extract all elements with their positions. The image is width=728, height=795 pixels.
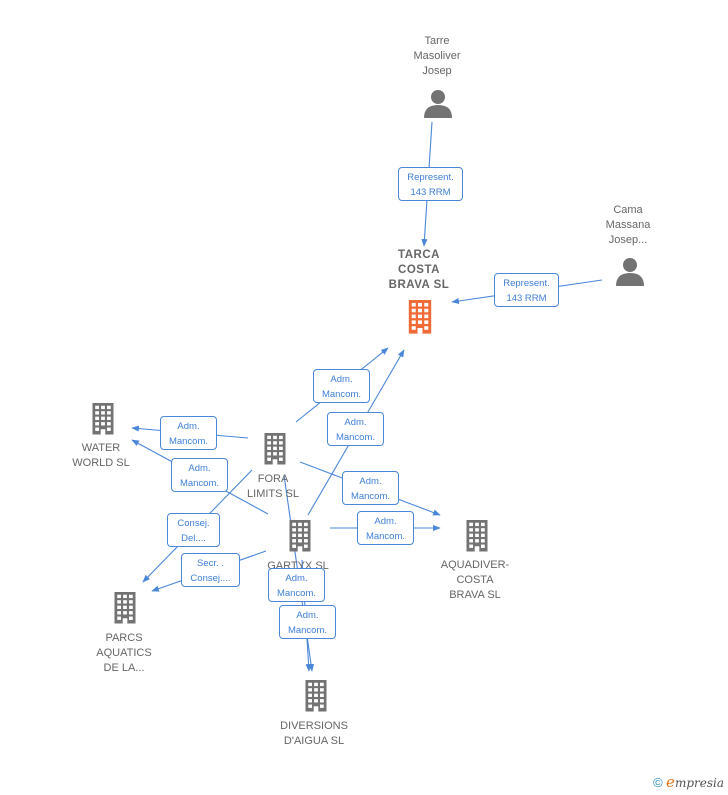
edge-label-fora-diversions[interactable]: Adm. Mancom. (268, 568, 325, 602)
empresia-logo: empresia (666, 773, 724, 791)
label-line: Cama (613, 204, 643, 216)
label-line: Del.... (181, 533, 206, 544)
label-line: 143 RRM (506, 293, 547, 304)
label-line: Consej. (177, 518, 210, 529)
label-line: LIMITS SL (247, 488, 299, 500)
building-icon-aquadiver[interactable] (466, 520, 488, 552)
label-line: BRAVA SL (449, 589, 501, 601)
label-line: Adm. (374, 516, 397, 527)
label-line: FORA (257, 473, 289, 485)
label-line: Josep... (608, 234, 648, 246)
edge-label-tarre-tarca[interactable]: Represent. 143 RRM (398, 167, 463, 201)
label-line: COSTA (398, 264, 440, 276)
label-line: Adm. (296, 610, 319, 621)
label-line: Mancom. (276, 588, 317, 599)
node-label-tarca[interactable]: TARCA COSTA BRAVA SL (389, 248, 450, 293)
label-line: AQUADIVER- (440, 559, 510, 571)
person-icon-cama[interactable] (616, 258, 644, 286)
node-label-diversions[interactable]: DIVERSIONS D'AIGUA SL (280, 719, 348, 749)
building-icon-tarca[interactable] (408, 300, 432, 334)
empresia-watermark[interactable]: © empresia (653, 773, 724, 791)
label-line: Mancom. (168, 436, 209, 447)
label-line: WATER (81, 442, 121, 454)
building-icon-gartyx[interactable] (289, 520, 311, 552)
label-line: Josep (422, 65, 452, 77)
node-label-parcs[interactable]: PARCS AQUATICS DE LA... (96, 631, 151, 676)
building-icon-water[interactable] (92, 403, 114, 435)
label-line: COSTA (456, 574, 494, 586)
edge-label-fora-aquadiver[interactable]: Adm. Mancom. (342, 471, 399, 505)
label-line: DIVERSIONS (280, 720, 348, 732)
building-icon-diversions[interactable] (305, 680, 327, 712)
label-line: Adm. (359, 476, 382, 487)
building-icon-fora[interactable] (264, 433, 286, 465)
person-icon-tarre[interactable] (424, 90, 452, 118)
label-line: AQUATICS (96, 647, 152, 659)
label-line: Massana (605, 219, 651, 231)
label-line: DE LA... (103, 662, 145, 674)
label-line: Mancom. (287, 625, 328, 636)
edge-label-gartyx-parcs[interactable]: Secr. . Consej.... (181, 553, 240, 587)
label-line: 143 RRM (410, 187, 451, 198)
edge-label-cama-tarca[interactable]: Represent. 143 RRM (494, 273, 559, 307)
label-line: Adm. (330, 374, 353, 385)
label-line: Mancom. (350, 491, 391, 502)
edge-label-fora-water[interactable]: Adm. Mancom. (160, 416, 217, 450)
label-line: BRAVA SL (388, 279, 450, 291)
label-line: Mancom. (335, 432, 376, 443)
edge-label-gartyx-aquadiver[interactable]: Adm. Mancom. (357, 511, 414, 545)
label-line: Secr. . (197, 558, 224, 569)
node-label-aquadiver[interactable]: AQUADIVER- COSTA BRAVA SL (441, 558, 509, 603)
node-label-fora[interactable]: FORA LIMITS SL (247, 472, 299, 502)
label-line: Tarre (424, 35, 450, 47)
label-line: Adm. (285, 573, 308, 584)
edge-label-gartyx-diversions[interactable]: Adm. Mancom. (279, 605, 336, 639)
label-line: PARCS (105, 632, 143, 644)
label-line: Mancom. (365, 531, 406, 542)
label-line: WORLD SL (72, 457, 130, 469)
building-icon-parcs[interactable] (114, 592, 136, 624)
label-line: Adm. (188, 463, 211, 474)
label-line: Adm. (344, 417, 367, 428)
label-line: TARCA (398, 249, 440, 261)
label-line: Mancom. (321, 389, 362, 400)
copyright-symbol: © (653, 775, 663, 790)
label-line: Represent. (407, 172, 454, 183)
label-line: Adm. (177, 421, 200, 432)
edge-label-gartyx-tarca[interactable]: Adm. Mancom. (327, 412, 384, 446)
label-line: Mancom. (179, 478, 220, 489)
node-label-water[interactable]: WATER WORLD SL (72, 441, 129, 471)
edge-label-fora-tarca[interactable]: Adm. Mancom. (313, 369, 370, 403)
label-line: Consej.... (190, 573, 231, 584)
edge-label-fora-parcs[interactable]: Consej. Del.... (167, 513, 220, 547)
label-line: Masoliver (413, 50, 461, 62)
label-line: Represent. (503, 278, 550, 289)
edge-label-gartyx-water[interactable]: Adm. Mancom. (171, 458, 228, 492)
label-line: D'AIGUA SL (283, 735, 345, 747)
